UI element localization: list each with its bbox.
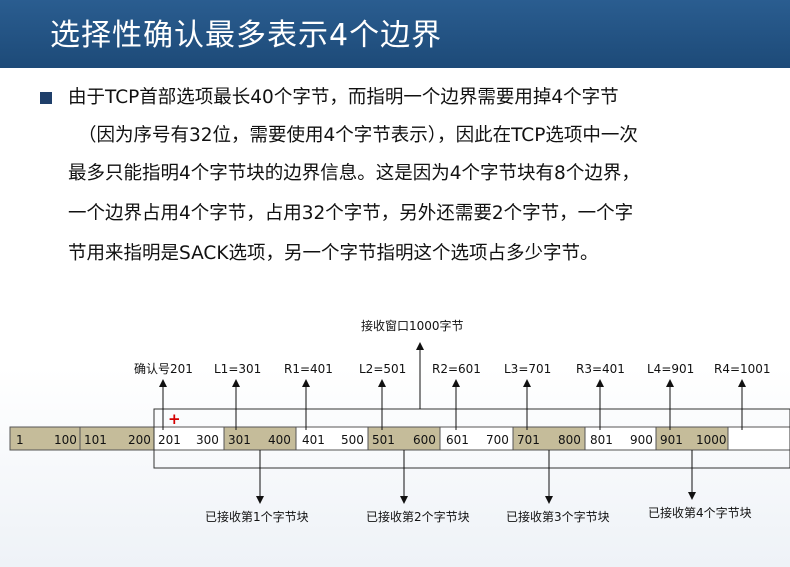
ack-label: 确认号201 [134,362,193,376]
bullet-square [40,92,52,104]
row-number: 901 [660,433,683,447]
paragraph-line: 由于TCP首部选项最长40个字节，而指明一个边界需要用掉4个字节 [68,87,619,108]
block-label: 已接收第3个字节块 [506,509,610,524]
boundary-label: R1=401 [284,362,333,376]
row-number: 1 [16,433,24,447]
row-number: 501 [372,433,395,447]
boundary-label: L3=701 [504,362,551,376]
row-number: 300 [196,433,219,447]
boundary-label: L1=301 [214,362,261,376]
boundary-label: R2=601 [432,362,481,376]
block-label: 已接收第2个字节块 [366,509,470,524]
block-label: 已接收第4个字节块 [648,505,752,520]
row-number: 800 [558,433,581,447]
paragraph-line: 节用来指明是SACK选项，另一个字节指明这个选项占多少字节。 [68,243,599,264]
row-number: 201 [158,433,181,447]
paragraph-line: 一个边界占用4个字节，占用32个字节，另外还需要2个字节，一个字 [68,203,634,224]
row-number: 400 [268,433,291,447]
boundary-label: R3=401 [576,362,625,376]
boundary-label: L2=501 [359,362,406,376]
row-number: 401 [302,433,325,447]
row-number: 801 [590,433,613,447]
title-bar: 选择性确认最多表示4个边界 [0,0,790,68]
row-number: 200 [128,433,151,447]
row-number: 700 [486,433,509,447]
row-number: 101 [84,433,107,447]
plus-mark: + [168,410,181,428]
row-number: 100 [54,433,77,447]
slide-title: 选择性确认最多表示4个边界 [50,18,443,53]
paragraph-line: 最多只能指明4个字节块的边界信息。这是因为4个字节块有8个边界， [68,163,640,184]
row-number: 301 [228,433,251,447]
block-label: 已接收第1个字节块 [205,509,309,524]
content-area [0,68,790,567]
row-number: 601 [446,433,469,447]
row-number: 600 [413,433,436,447]
boundary-label: R4=1001 [714,362,771,376]
row-number: 900 [630,433,653,447]
row-number: 1000 [696,433,727,447]
window-label: 接收窗口1000字节 [361,318,464,333]
row-number: 701 [517,433,540,447]
receive-window-frame [153,408,790,469]
row-number: 500 [341,433,364,447]
boundary-label: L4=901 [647,362,694,376]
paragraph-line: （因为序号有32位，需要使用4个字节表示），因此在TCP选项中一次 [78,125,638,146]
